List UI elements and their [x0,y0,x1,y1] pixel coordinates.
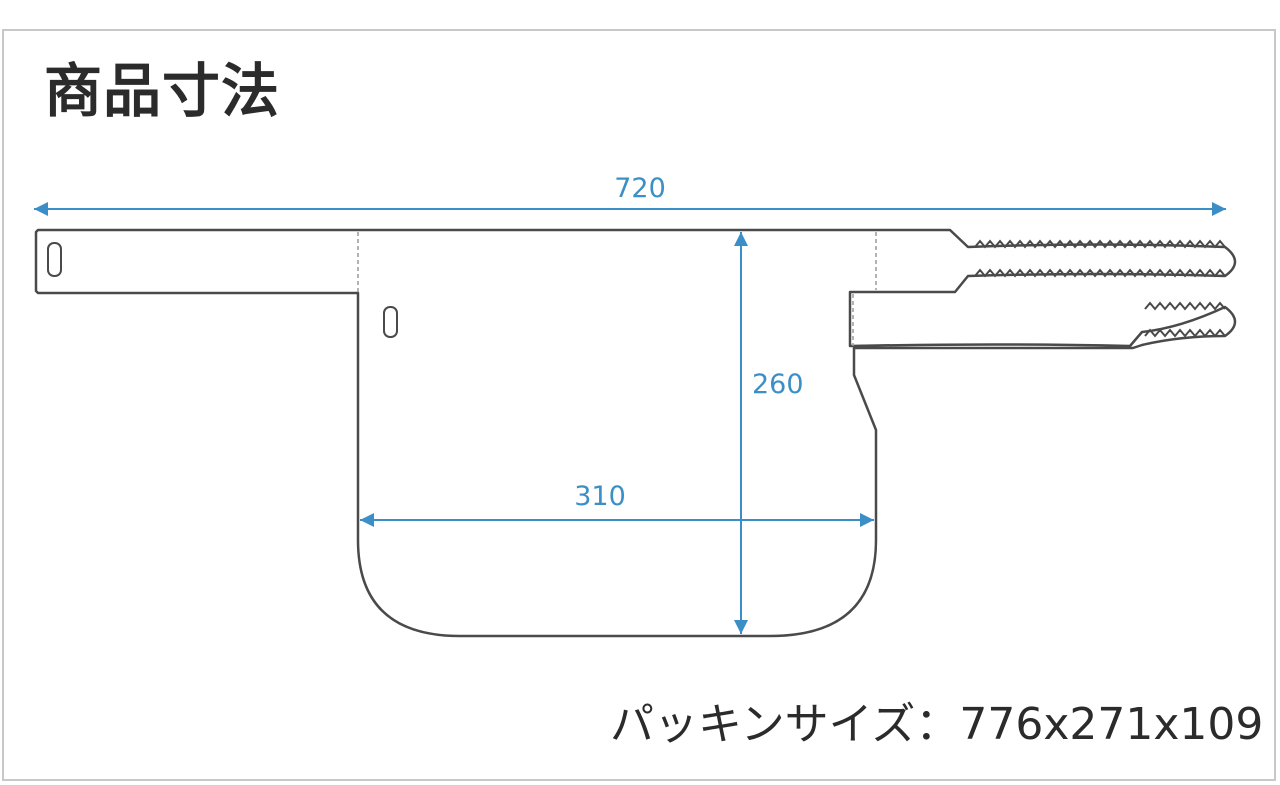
left-slot [47,242,62,277]
lower-strap-teeth-top [1144,301,1226,311]
center-slot [383,306,398,338]
product-outline [34,228,1237,638]
dimension-lines [34,202,1226,634]
lower-strap-teeth-bottom [1144,328,1226,338]
diagram-frame [2,29,1276,781]
upper-strap-teeth-top [974,239,1226,249]
fold-lines [357,232,877,346]
packing-size-label: パッキンサイズ： [610,699,960,750]
bottom-width-label: 310 [574,481,626,512]
upper-strap-teeth-bottom [974,268,1226,278]
page-title: 商品寸法 [44,57,281,125]
strap-teeth [974,239,1226,338]
packing-size-value: 776x271x109 [959,699,1264,750]
height-label: 260 [752,369,804,400]
packing-size-text: パッキンサイズ：776x271x109 [610,703,1263,747]
product-body-outline [34,228,1237,638]
total-width-label: 720 [614,173,666,204]
